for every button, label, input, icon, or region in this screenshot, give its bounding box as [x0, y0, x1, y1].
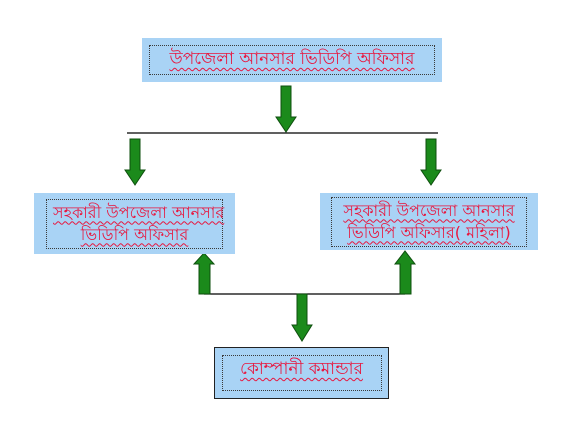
node-label-frame: কোম্পানী কমান্ডার — [221, 355, 382, 391]
node-label-line: ভিডিপি অফিসার( মহিলা) — [347, 222, 511, 242]
node-assistant-officer-female: সহকারী উপজেলা আনসার ভিডিপি অফিসার( মহিলা… — [320, 193, 538, 250]
node-label-line: কোম্পানী কমান্ডার — [240, 359, 363, 379]
node-upazila-ansar-vdp-officer: উপজেলা আনসার ভিডিপি অফিসার — [142, 38, 442, 82]
node-label-line: ভিডিপি অফিসার — [80, 224, 189, 244]
node-label-line: উপজেলা আনসার ভিডিপি অফিসার — [169, 49, 415, 69]
arrow-down-top — [275, 85, 297, 133]
arrow-down-bottom — [291, 293, 313, 342]
node-label-line: সহকারী উপজেলা আনসার — [53, 202, 225, 222]
node-label-frame: সহকারী উপজেলা আনসার ভিডিপি অফিসার( মহিলা… — [331, 196, 527, 247]
node-label-frame: সহকারী উপজেলা আনসার ভিডিপি অফিসার — [46, 198, 225, 249]
arrow-up-right — [393, 250, 417, 295]
arrow-down-left — [124, 138, 146, 186]
node-label-line: সহকারী উপজেলা আনসার — [343, 200, 515, 220]
node-company-commander: কোম্পানী কমান্ডার — [214, 347, 389, 399]
arrow-up-left — [192, 252, 216, 295]
node-label-frame: উপজেলা আনসার ভিডিপি অফিসার — [149, 45, 435, 75]
node-assistant-officer: সহকারী উপজেলা আনসার ভিডিপি অফিসার — [34, 193, 235, 254]
arrow-down-right — [420, 138, 442, 186]
